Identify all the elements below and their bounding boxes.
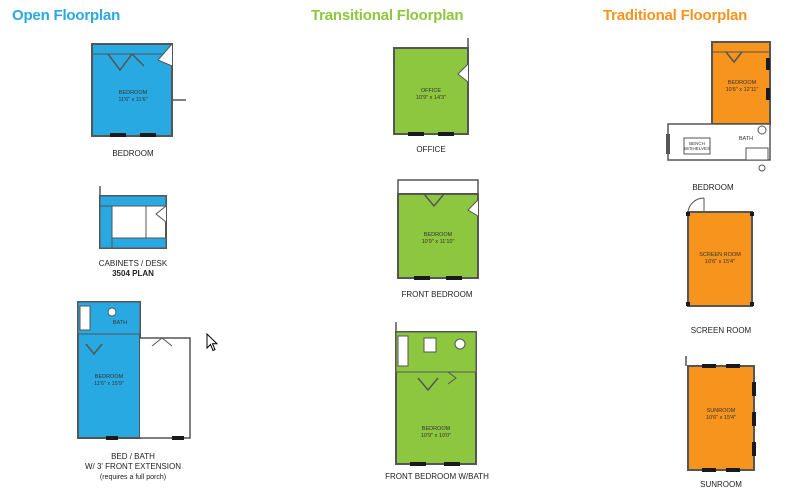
transitional-frontbed-room-name: BEDROOM [423, 232, 453, 238]
transitional-frontbed-caption: FRONT BEDROOM [401, 290, 473, 299]
transitional-office-room-size: 10'9" x 14'3" [415, 95, 447, 101]
traditional-screenroom-drawing [686, 197, 754, 307]
open-bedroom-room-name: BEDROOM [118, 90, 148, 96]
transitional-office-room-name: OFFICE [420, 88, 442, 94]
open-cabinets-plan[interactable] [96, 182, 176, 252]
traditional-sunroom-plan[interactable]: SUNROOM 10'6" x 15'4" [682, 352, 762, 476]
open-floorplan-title: Open Floorplan [12, 7, 121, 24]
open-cabinets-caption-line2: 3504 PLAN [112, 269, 154, 278]
traditional-screenroom-caption: SCREEN ROOM [690, 326, 752, 335]
traditional-floorplan-title: Traditional Floorplan [603, 7, 748, 24]
open-cabinets-caption: CABINETS / DESK 3504 PLAN [53, 259, 213, 279]
traditional-sunroom-room-size: 10'6" x 15'4" [705, 415, 737, 421]
transitional-frontbedbath-room-size: 10'9" x 10'0" [420, 433, 452, 439]
traditional-sunroom-room-name: SUNROOM [706, 408, 736, 414]
open-bedbath-caption-line3: (requires a full porch) [99, 474, 167, 481]
traditional-bedroom-room-size: 10'6" x 12'11" [725, 87, 759, 93]
transitional-office-caption: OFFICE [416, 145, 446, 154]
transitional-frontbedbath-room-name: BEDROOM [421, 426, 451, 432]
traditional-bedroom-room-name: BEDROOM [727, 80, 757, 86]
traditional-bedroom-bath-label: BATH [738, 136, 754, 142]
mouse-cursor-icon [206, 333, 219, 352]
open-cabinets-caption-line1: CABINETS / DESK [98, 259, 168, 268]
open-cabinets-drawing [99, 186, 167, 249]
transitional-office-plan[interactable]: OFFICE 10'9" x 14'3" [388, 34, 478, 138]
traditional-bedroom-caption: BEDROOM [692, 183, 734, 192]
traditional-screenroom-plan[interactable]: SCREEN ROOM 10'6" x 15'4" [684, 197, 758, 310]
open-bedbath-drawing [77, 301, 191, 440]
open-bedroom-drawing [91, 43, 186, 137]
open-bedroom-caption: BEDROOM [112, 149, 154, 158]
traditional-bedroom-bench-label: BENCH W/SHELVES [684, 141, 710, 151]
open-bedbath-room-name: BEDROOM [94, 374, 124, 380]
open-bedroom-room-size: 11'6" x 11'6" [118, 97, 148, 103]
transitional-office-drawing [393, 38, 469, 136]
transitional-frontbedbath-plan[interactable]: BEDROOM 10'9" x 10'0" [390, 318, 486, 468]
traditional-screenroom-room-size: 10'6" x 15'4" [704, 259, 736, 265]
open-bedroom-plan[interactable]: BEDROOM 11'6" x 11'6" [88, 40, 188, 140]
open-bedbath-plan[interactable]: BATH BEDROOM 11'6" x 15'9" [72, 298, 202, 448]
transitional-frontbed-room-size: 10'9" x 11'10" [421, 239, 455, 245]
transitional-frontbedbath-caption: FRONT BEDROOM W/BATH [385, 472, 489, 481]
transitional-frontbedbath-drawing [395, 322, 477, 466]
traditional-screenroom-room-name: SCREEN ROOM [699, 252, 741, 258]
open-bedbath-bath-label: BATH [112, 320, 128, 326]
open-bedbath-caption-line1: BED / BATH [111, 452, 155, 461]
open-bedbath-room-size: 11'6" x 15'9" [94, 381, 124, 387]
traditional-sunroom-drawing [685, 356, 756, 472]
open-bedbath-caption-line2: W/ 3' FRONT EXTENSION [84, 462, 182, 471]
traditional-bedroom-drawing [666, 41, 771, 172]
open-bedbath-caption: BED / BATH W/ 3' FRONT EXTENSION (requir… [53, 452, 213, 483]
traditional-sunroom-caption: SUNROOM [700, 480, 742, 489]
transitional-floorplan-title: Transitional Floorplan [311, 7, 464, 24]
traditional-bedroom-plan[interactable]: BEDROOM 10'6" x 12'11" BENCH W/SHELVES B… [662, 38, 774, 174]
transitional-frontbed-drawing [397, 179, 479, 280]
transitional-frontbed-plan[interactable]: BEDROOM 10'9" x 11'10" [392, 176, 488, 282]
